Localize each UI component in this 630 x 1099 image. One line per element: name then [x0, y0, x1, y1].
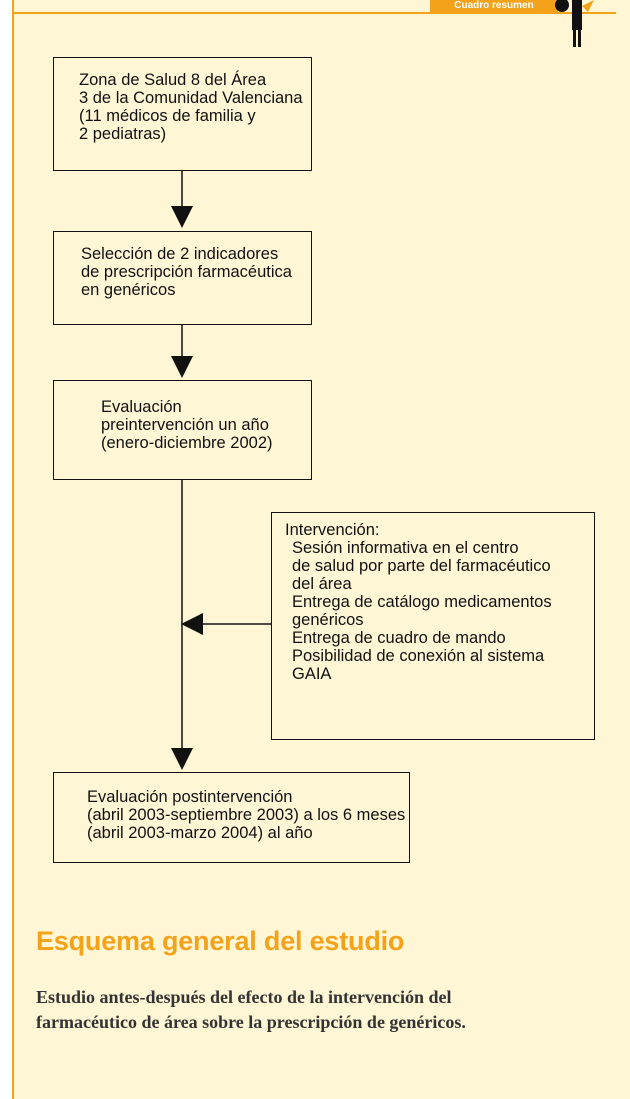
flow-box-post-line: (abril 2003-septiembre 2003) a los 6 mes…	[87, 806, 406, 824]
flow-box-zona-line: 3 de la Comunidad Valenciana	[79, 89, 303, 107]
caption-description-line: farmacéutico de área sobre la prescripci…	[36, 1012, 466, 1032]
flow-box-zona-salud: Zona de Salud 8 del Área 3 de la Comunid…	[53, 57, 312, 171]
flow-box-intervencion: Intervención: Sesión informativa en el c…	[271, 512, 595, 740]
caption-title: Esquema general del estudio	[36, 926, 405, 956]
flow-box-zona-line: (11 médicos de familia y	[79, 107, 256, 125]
flow-box-evaluacion-preintervencion: Evaluación preintervención un año (enero…	[53, 380, 312, 480]
flow-box-pre-line: (enero-diciembre 2002)	[101, 434, 273, 452]
flow-box-seleccion-line: en genéricos	[81, 281, 176, 299]
flow-box-zona-line: 2 pediatras)	[79, 125, 167, 143]
intervencion-title: Intervención:	[285, 521, 380, 539]
intervencion-item: Entrega de cuadro de mando	[292, 629, 506, 647]
section-badge: Cuadro resumen	[430, 0, 558, 14]
flow-box-seleccion-line: de prescripción farmacéutica	[81, 263, 292, 281]
intervencion-item: GAIA	[292, 665, 332, 683]
flow-box-pre-line: Evaluación	[101, 398, 182, 416]
intervencion-item: Sesión informativa en el centro	[292, 539, 519, 557]
arrow-down-icon	[171, 356, 193, 378]
flow-box-seleccion-line: Selección de 2 indicadores	[81, 245, 279, 263]
arrow-left-icon	[181, 613, 203, 635]
intervencion-item: genéricos	[292, 611, 364, 629]
caption-description-line: Estudio antes-después del efecto de la i…	[36, 987, 452, 1007]
flow-box-zona-line: Zona de Salud 8 del Área	[79, 71, 267, 89]
intervencion-item: del área	[292, 575, 352, 593]
caption-description: Estudio antes-después del efecto de la i…	[36, 985, 596, 1035]
arrow-down-icon	[171, 206, 193, 228]
standing-figure-icon	[555, 0, 594, 47]
intervencion-item: Entrega de catálogo medicamentos	[292, 593, 552, 611]
intervencion-item: Posibilidad de conexión al sistema	[292, 647, 545, 665]
intervencion-item: de salud por parte del farmacéutico	[292, 557, 551, 575]
flow-box-pre-line: preintervención un año	[101, 416, 269, 434]
flow-box-post-line: Evaluación postintervención	[87, 788, 293, 806]
left-border-rule	[12, 0, 14, 1099]
top-border-rule	[12, 12, 616, 14]
flow-box-seleccion-indicadores: Selección de 2 indicadores de prescripci…	[53, 231, 312, 325]
flow-box-post-line: (abril 2003-marzo 2004) al año	[87, 824, 313, 842]
arrow-down-icon	[171, 748, 193, 770]
flow-box-evaluacion-postintervencion: Evaluación postintervención (abril 2003-…	[53, 772, 410, 863]
